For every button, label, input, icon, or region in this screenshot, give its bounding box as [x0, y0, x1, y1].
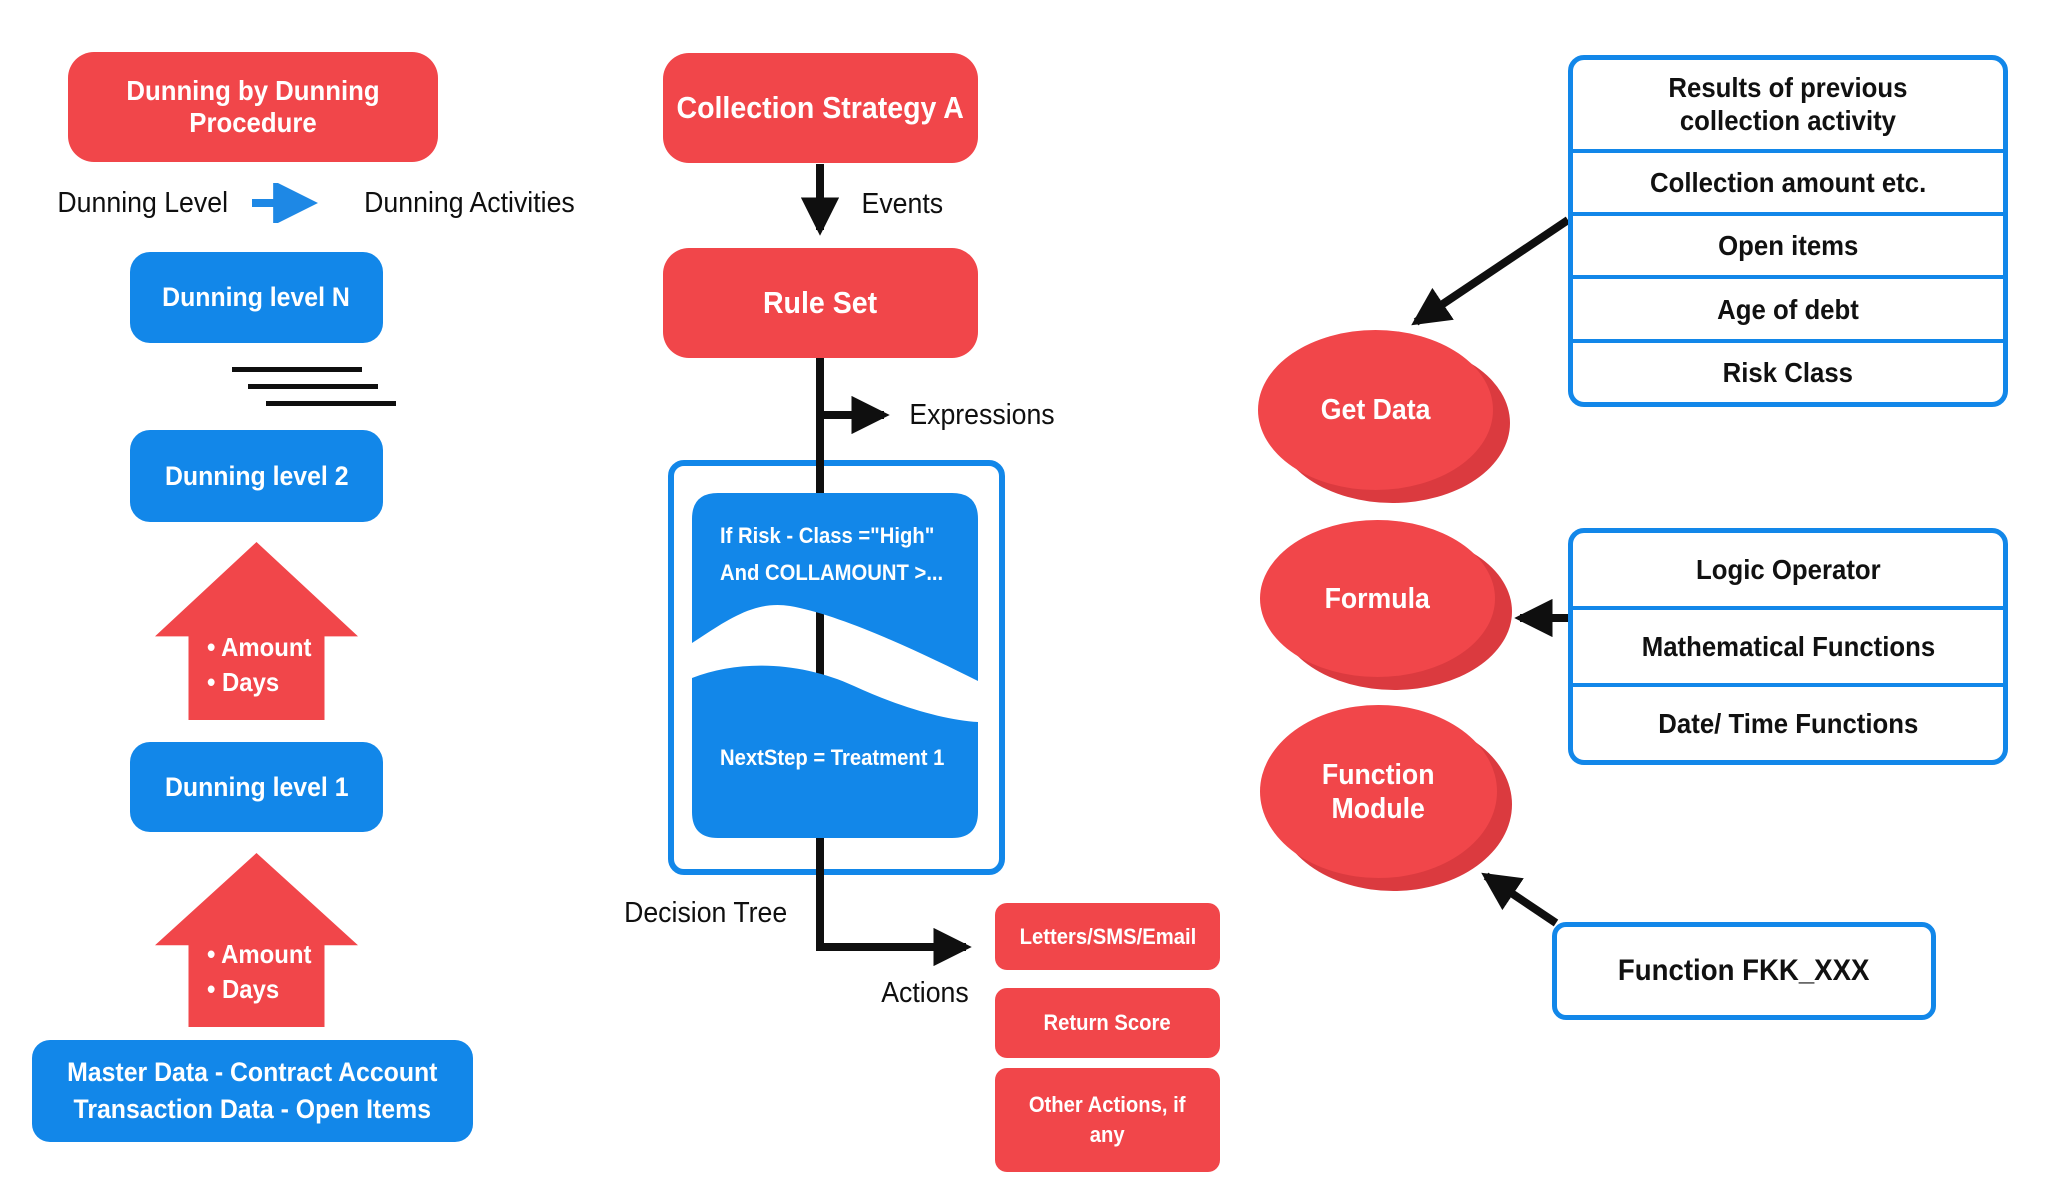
action-other-actions-label: Other Actions, if any — [1029, 1092, 1186, 1147]
function-fkk-box: Function FKK_XXX — [1552, 922, 1936, 1020]
bullet-days: • Days — [207, 667, 280, 697]
dunning-level-2-label: Dunning level 2 — [164, 460, 349, 491]
formula-ellipse: Formula — [1260, 520, 1520, 698]
dunning-level-1-box: Dunning level 1 — [130, 742, 383, 832]
ellipsis-line-2 — [248, 384, 378, 389]
decision-condition-line-1: If Risk - Class ="High" — [720, 523, 935, 548]
action-return-score-box: Return Score — [995, 988, 1220, 1058]
ellipsis-line-3 — [266, 401, 396, 406]
formula-label: Formula — [1324, 582, 1431, 615]
get-data-label: Get Data — [1320, 394, 1431, 426]
input-date-time-functions: Date/ Time Functions — [1657, 708, 1919, 739]
function-fkk-label: Function FKK_XXX — [1618, 954, 1870, 987]
ellipsis-line-1 — [232, 367, 362, 372]
input-collection-amount: Collection amount etc. — [1649, 167, 1927, 199]
function-module-ellipse: Function Module — [1260, 705, 1522, 899]
expressions-label: Expressions — [909, 399, 1055, 431]
events-label: Events — [861, 188, 944, 220]
input-open-items: Open items — [1717, 230, 1859, 262]
decision-tree-card: If Risk - Class ="High" And COLLAMOUNT >… — [692, 493, 978, 838]
escalation-up-arrow-2: • Amount • Days — [155, 853, 358, 1027]
collection-strategy-label: Collection Strategy A — [676, 90, 965, 125]
legend-right-arrow-icon — [252, 183, 319, 223]
collection-inputs-table: Results of previous collection activity … — [1568, 55, 2008, 407]
function-module-label: Function Module — [1322, 758, 1435, 825]
input-mathematical-functions: Mathematical Functions — [1641, 631, 1935, 662]
dunning-level-n-box: Dunning level N — [130, 252, 383, 343]
rule-set-label: Rule Set — [763, 285, 878, 320]
decision-condition-line-2: And COLLAMOUNT >... — [720, 560, 944, 585]
escalation-up-arrow-1: • Amount • Days — [155, 542, 358, 720]
action-other-actions-box: Other Actions, if any — [995, 1068, 1220, 1172]
input-risk-class: Risk Class — [1722, 356, 1854, 388]
bullet-amount: • Amount — [207, 939, 312, 969]
dunning-level-n-label: Dunning level N — [162, 282, 351, 312]
action-return-score-label: Return Score — [1043, 1010, 1172, 1035]
get-data-ellipse: Get Data — [1258, 330, 1518, 510]
dunning-activities-label: Dunning Activities — [364, 186, 576, 219]
dunning-procedure-header-label: Dunning by Dunning Procedure — [126, 75, 380, 138]
action-letters-sms-email-box: Letters/SMS/Email — [995, 903, 1220, 970]
dunning-procedure-header-box: Dunning by Dunning Procedure — [68, 52, 438, 162]
collection-strategy-box: Collection Strategy A — [663, 53, 978, 163]
master-data-label: Master Data - Contract Account Transacti… — [67, 1057, 438, 1124]
bullet-days: • Days — [207, 974, 280, 1004]
master-data-box: Master Data - Contract Account Transacti… — [32, 1040, 473, 1142]
input-age-of-debt: Age of debt — [1717, 293, 1859, 325]
decision-result-line: NextStep = Treatment 1 — [720, 745, 945, 770]
inputs-to-get-data-arrow — [1411, 216, 1571, 326]
dunning-legend: Dunning Level Dunning Activities — [50, 182, 584, 224]
input-logic-operator: Logic Operator — [1695, 554, 1881, 585]
action-letters-sms-email-label: Letters/SMS/Email — [1019, 923, 1196, 949]
dunning-level-label: Dunning Level — [57, 186, 229, 219]
dunning-level-1-label: Dunning level 1 — [164, 771, 349, 802]
dunning-level-2-box: Dunning level 2 — [130, 430, 383, 522]
rule-set-box: Rule Set — [663, 248, 978, 358]
bullet-amount: • Amount — [207, 632, 312, 662]
actions-label: Actions — [881, 977, 969, 1009]
decision-tree-label: Decision Tree — [624, 897, 788, 929]
formula-inputs-table: Logic Operator Mathematical Functions Da… — [1568, 528, 2008, 765]
input-results-previous-activity: Results of previous collection activity — [1668, 72, 1908, 137]
